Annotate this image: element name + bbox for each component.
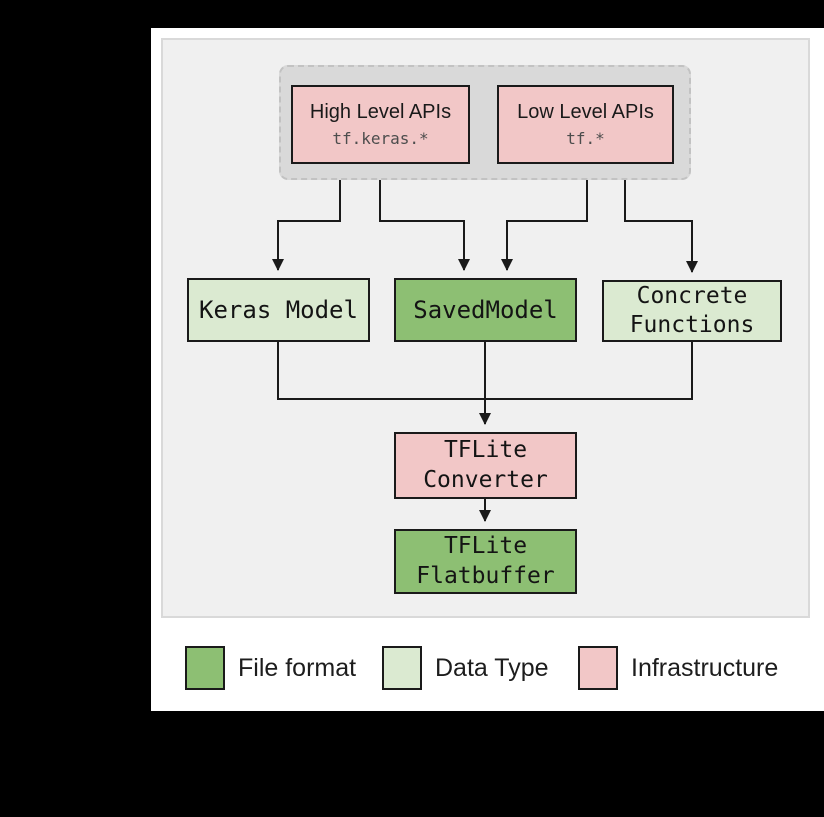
high-level-apis-title: High Level APIs	[309, 101, 452, 123]
node-tflite-converter: TFLite Converter	[394, 432, 577, 499]
diagram-card: High Level APIs tf.keras.* Low Level API…	[151, 28, 824, 711]
concrete-functions-label-line1: Concrete	[636, 283, 748, 310]
node-concrete-functions: Concrete Functions	[602, 280, 782, 342]
node-tflite-flatbuffer: TFLite Flatbuffer	[394, 529, 577, 594]
tflite-converter-label-line2: Converter	[423, 466, 548, 493]
infrastructure-swatch	[578, 646, 618, 690]
file-format-swatch	[185, 646, 225, 690]
legend-item-infrastructure: Infrastructure	[578, 646, 778, 690]
concrete-functions-label-line2: Functions	[629, 312, 755, 338]
tflite-flatbuffer-label-line2: Flatbuffer	[416, 562, 555, 589]
connector-arrows	[272, 164, 698, 522]
data-type-swatch	[382, 646, 422, 690]
low-level-apis-title: Low Level APIs	[517, 101, 654, 123]
tflite-converter-label-line1: TFLite	[443, 436, 528, 463]
edge-high-to-keras	[272, 164, 341, 271]
keras-model-label: Keras Model	[199, 296, 358, 324]
edge-low-to-concrete	[624, 164, 698, 273]
saved-model-label: SavedModel	[413, 296, 558, 324]
node-high-level-apis: High Level APIs tf.keras.*	[291, 85, 470, 164]
legend-item-data-type: Data Type	[382, 646, 549, 690]
tflite-flatbuffer-label-line1: TFLite	[443, 532, 528, 559]
file-format-label: File format	[238, 653, 357, 682]
node-saved-model: SavedModel	[394, 278, 577, 342]
edge-low-to-saved	[501, 164, 588, 271]
legend-item-file-format: File format	[185, 646, 356, 690]
edge-high-to-saved	[379, 164, 470, 271]
legend: File format Data Type Infrastructure	[151, 646, 824, 690]
node-low-level-apis: Low Level APIs tf.*	[497, 85, 674, 164]
low-level-apis-code: tf.*	[566, 129, 605, 148]
node-keras-model: Keras Model	[187, 278, 370, 342]
data-type-label: Data Type	[435, 653, 549, 682]
infrastructure-label: Infrastructure	[631, 653, 779, 682]
high-level-apis-code: tf.keras.*	[332, 129, 429, 148]
diagram-panel: High Level APIs tf.keras.* Low Level API…	[161, 38, 810, 618]
